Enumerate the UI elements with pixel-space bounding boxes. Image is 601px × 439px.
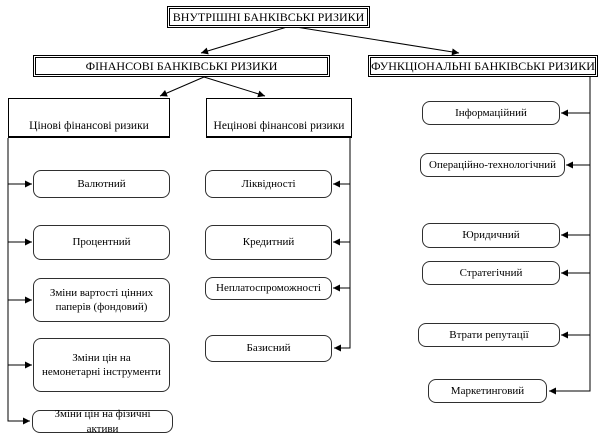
root-node-internal-bank-risks: ВНУТРІШНІ БАНКІВСЬКІ РИЗИКИ — [167, 6, 370, 28]
node-physical-assets-risk: Зміни цін на фізичні активи — [32, 408, 173, 435]
node-operational-technological-risk: Операційно-технологічний — [420, 153, 565, 177]
node-securities-value-risk: Зміни вартості цінних паперів (фондовий) — [33, 278, 170, 322]
node-strategic-risk: Стратегічний — [422, 261, 560, 285]
node-marketing-risk: Маркетинговий — [428, 379, 547, 403]
node-insolvency-risk: Неплатоспроможності — [205, 277, 332, 300]
node-liquidity-risk: Ліквідності — [205, 170, 332, 198]
branch-node-financial-risks: ФІНАНСОВІ БАНКІВСЬКІ РИЗИКИ — [33, 55, 330, 77]
group-header-nonprice-risks: Нецінові фінансові ризики — [206, 98, 352, 138]
node-nonmonetary-instruments-risk: Зміни цін на немонетарні інструменти — [33, 338, 170, 392]
group-header-price-risks: Цінові фінансові ризики — [8, 98, 170, 138]
node-basis-risk: Базисний — [205, 335, 332, 362]
branch-node-functional-risks: ФУНКЦІОНАЛЬНІ БАНКІВСЬКІ РИЗИКИ — [368, 55, 598, 77]
node-information-risk: Інформаційний — [422, 101, 560, 125]
node-currency-risk: Валютний — [33, 170, 170, 198]
node-reputation-loss-risk: Втрати репутації — [418, 323, 560, 347]
node-credit-risk: Кредитний — [205, 225, 332, 260]
node-legal-risk: Юридичний — [422, 223, 560, 248]
node-interest-risk: Процентний — [33, 225, 170, 260]
